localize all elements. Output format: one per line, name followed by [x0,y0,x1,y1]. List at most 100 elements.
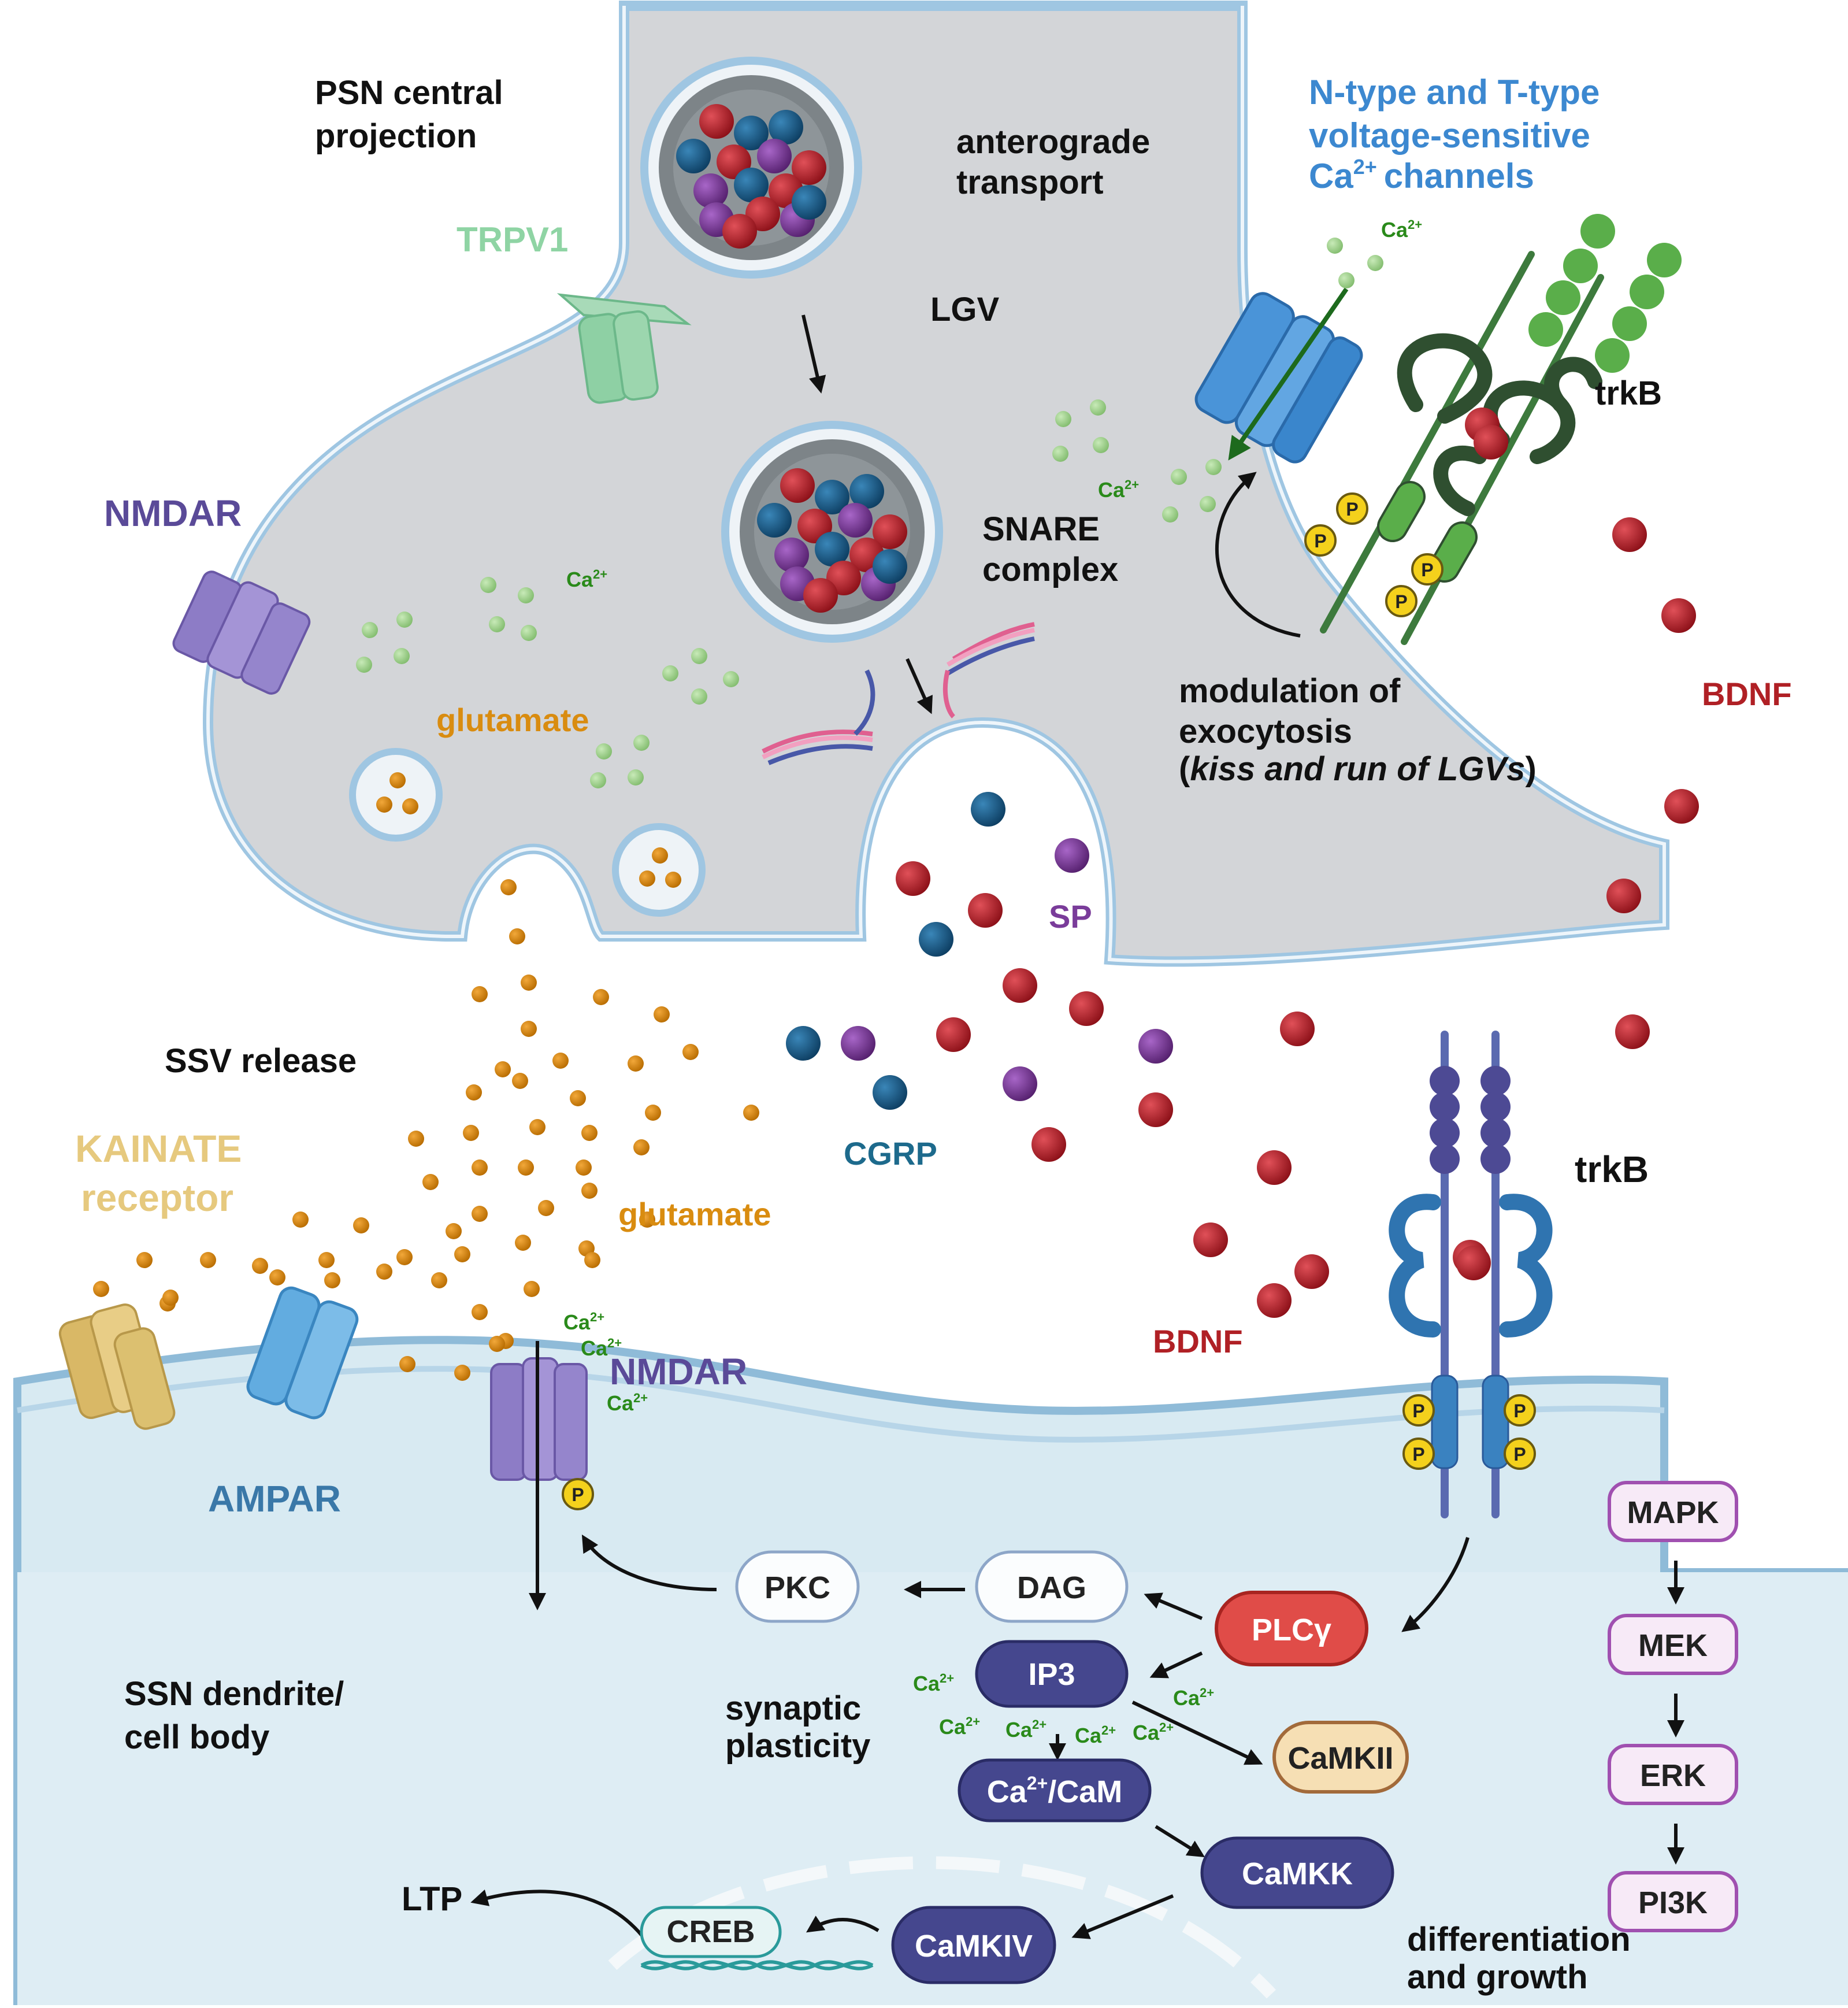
phosphate-circle [1402,1394,1435,1427]
neuropeptide-particle [803,578,838,613]
ca-ion-label: Ca2+ [1075,1723,1116,1747]
neuropeptide-particle [734,168,769,202]
calcium-ion [1367,255,1383,271]
glutamate-particle [489,1336,505,1352]
phosphate-circle [1402,1438,1435,1470]
label-cgrp: CGRP [844,1135,937,1172]
node-mapk-label: MAPK [1627,1495,1719,1530]
trpv1-channel-icon [556,293,692,404]
glutamate-particle [645,1105,661,1121]
kainate-receptor-icon [58,1303,176,1430]
glutamate-particle [682,1044,699,1060]
glutamate-particle [376,1264,392,1280]
trkb-top-ligand-domain [1528,214,1682,373]
node-creb-label: CREB [666,1914,755,1949]
bdnf-particle [1193,1222,1228,1257]
calcium-ion [590,772,606,788]
node-camkiv-label: CaMKIV [915,1929,1033,1963]
node-camkiv: CaMKIV [891,1906,1056,1984]
glutamate-particle [552,1053,569,1069]
node-mek-label: MEK [1638,1628,1708,1663]
glutamate-particle [431,1272,447,1288]
ca-ion-label: Ca2+ [1133,1720,1174,1744]
label-ntype-2: voltage-sensitive [1309,116,1590,155]
glutamate-particle [581,1183,598,1199]
neuropeptide-particle [849,474,884,509]
nmdar-top-icon [172,570,311,695]
node-ip3-label: IP3 [1028,1657,1075,1692]
trkb-bead [1430,1092,1460,1122]
phosphate-icon: P [1411,553,1443,586]
cgrp-particle [971,792,1005,827]
neuropeptide-particle [757,139,792,173]
calcium-ion [394,648,410,664]
phosphate-icon: P [1304,524,1337,557]
bdnf-particle [1612,517,1647,552]
glutamate-particle [538,1200,554,1216]
phosphate-label: P [1412,1444,1424,1465]
glutamate-particle [654,1006,670,1022]
node-camkii-label: CaMKII [1287,1741,1393,1776]
node-camkk-label: CaMKK [1242,1857,1353,1891]
label-sp: SP [1049,898,1092,935]
glutamate-particle [318,1252,335,1268]
trkb-bead [1612,306,1647,341]
phosphate-label: P [1412,1401,1424,1421]
cgrp-particle [919,922,953,957]
node-erk-label: ERK [1640,1758,1706,1793]
neuropeptide-particle [699,104,734,139]
neuropeptide-particle [815,480,849,514]
label-ssn-2: cell body [124,1718,269,1756]
bdnf-particle [1615,1014,1650,1049]
label-ltp: LTP [402,1880,462,1918]
label-anterograde-1: anterograde [956,123,1150,161]
trkb-bead [1563,249,1598,283]
bdnf-particle [1661,598,1696,633]
label-modulation-1: modulation of [1179,672,1401,710]
trkb-bead [1546,280,1580,315]
calcium-ion [1327,238,1343,254]
bdnf-particle [1294,1254,1329,1289]
trkb-bead [1528,312,1563,347]
node-plcg-label: PLCγ [1252,1613,1331,1647]
bdnf-particle [1474,425,1508,460]
lgv-neuropeptides [676,104,907,613]
label-nmdar-bottom: NMDAR [610,1351,747,1392]
phosphate-label: P [1395,591,1407,612]
glutamate-particle [292,1212,309,1228]
sp-particle [1138,1029,1173,1064]
neuropeptide-particle [774,538,809,572]
node-mek: MEK [1608,1614,1738,1675]
node-pi3k: PI3K [1608,1871,1738,1932]
phosphate-circle [1504,1394,1536,1427]
node-dag-label: DAG [1017,1570,1086,1605]
ca-ion-label: Ca2+ [1173,1685,1214,1710]
glutamate-particle [639,870,655,887]
glutamate-particle [509,928,525,944]
neuropeptide-particle [873,514,907,549]
glutamate-particle [515,1235,531,1251]
phosphate-label: P [1314,531,1326,551]
calcium-ion [1090,399,1106,416]
ca-ion-label: Ca2+ [913,1671,954,1695]
glutamate-particle [463,1125,479,1141]
bdnf-particle [1257,1150,1292,1185]
sp-particle [1003,1066,1037,1101]
trkb-bead [1430,1118,1460,1148]
bdnf-particle [1280,1012,1315,1046]
neuropeptide-particle [722,214,757,249]
glutamate-particle [518,1159,534,1176]
glutamate-particle [472,986,488,1002]
node-mapk: MAPK [1608,1481,1738,1542]
calcium-ion [596,743,612,760]
trkb-bead [1480,1092,1511,1122]
label-snare-1: SNARE [982,510,1100,548]
ca-ion-label: Ca2+ [1381,217,1422,242]
calcium-ion [633,735,650,751]
label-lgv: LGV [930,291,1000,328]
glutamate-particle [399,1356,415,1372]
text-labels: PSN central projection TRPV1 NMDAR anter… [75,73,1792,1996]
bdnf-particle [1456,1246,1491,1280]
glutamate-particle [628,1055,644,1072]
